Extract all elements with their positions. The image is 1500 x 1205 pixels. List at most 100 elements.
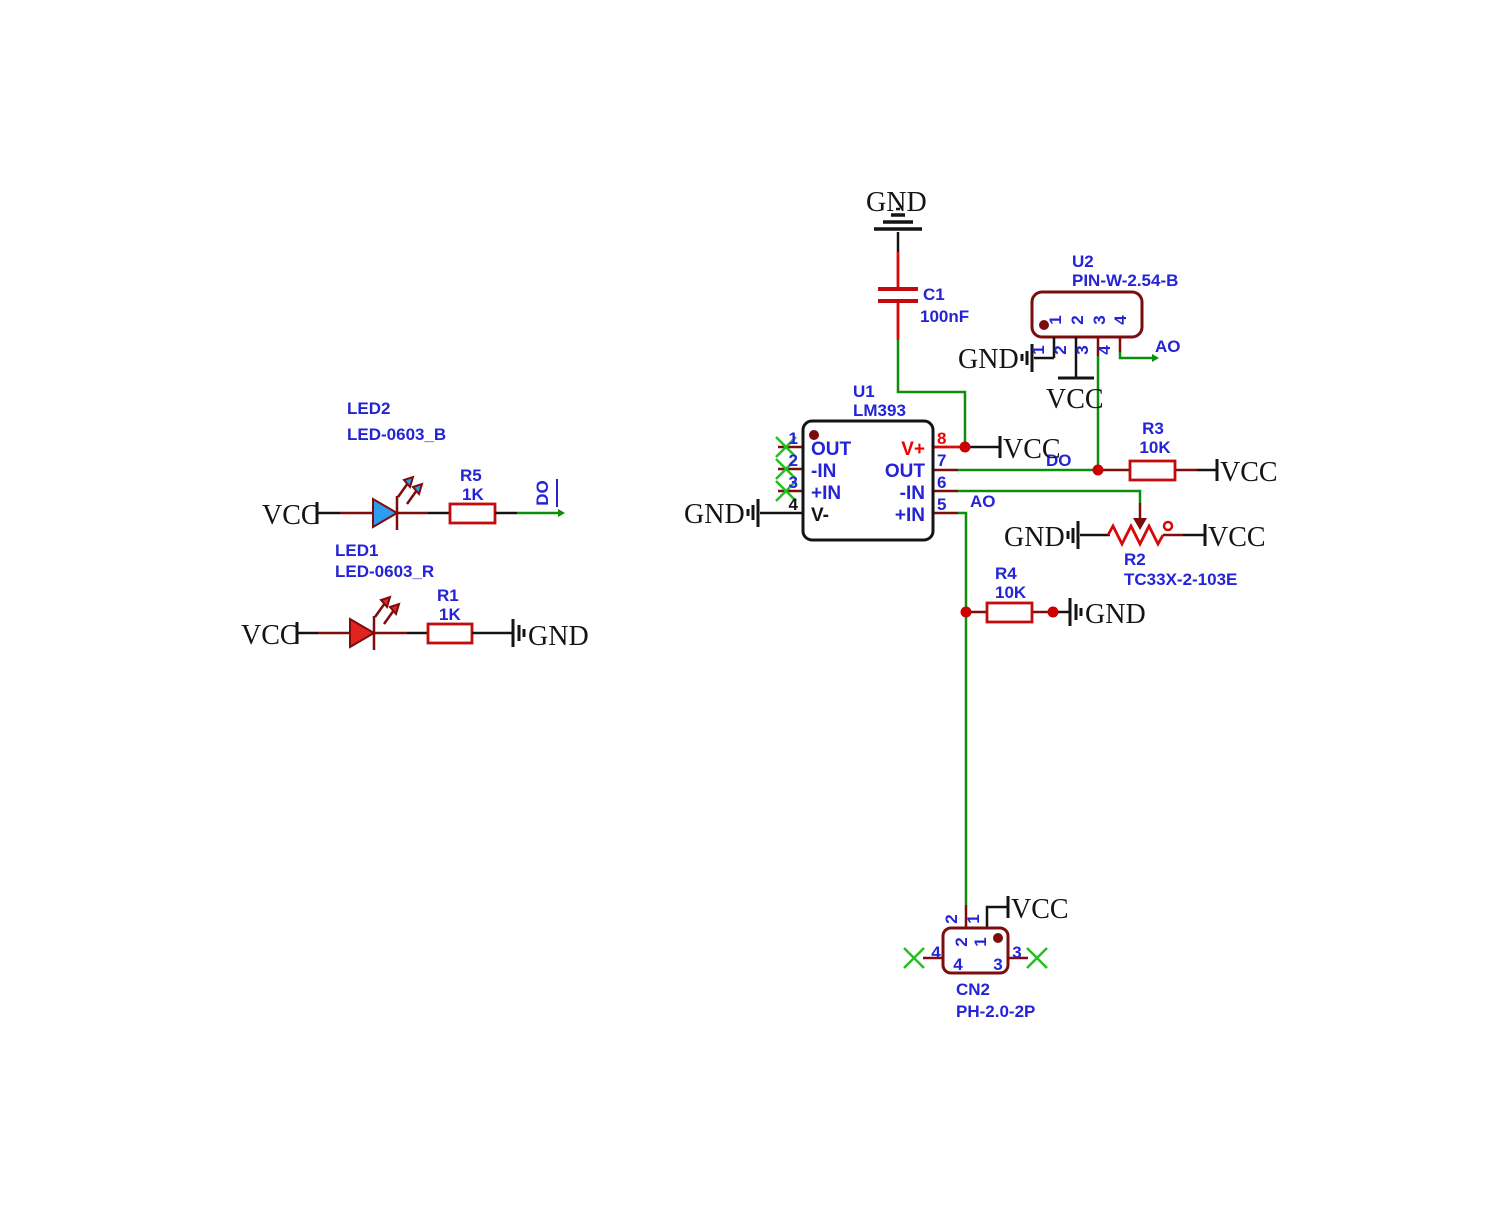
r3-ref: R3 — [1142, 419, 1164, 438]
led2-ref: LED2 — [347, 399, 390, 418]
wire-u2p4-ao — [1118, 352, 1152, 360]
u2-pin2-num-in: 2 — [1068, 315, 1087, 324]
c1-value: 100nF — [920, 307, 969, 326]
vcc-led1-label: VCC — [241, 620, 299, 651]
vcc-pin8-label: VCC — [1003, 434, 1061, 465]
junction-pin8 — [959, 441, 971, 453]
cn2-pin1-dot — [993, 933, 1003, 943]
vcc-led2-label: VCC — [262, 500, 320, 531]
ic-u1[interactable] — [760, 419, 965, 542]
junction-r4-right — [1047, 606, 1059, 618]
u1-pin8-label: V+ — [901, 439, 925, 460]
c1-ref: C1 — [923, 285, 945, 304]
gnd-symbol-u1 — [746, 499, 760, 527]
u2-pin1-dot — [1039, 320, 1049, 330]
cn2-pin4-num-out: 4 — [931, 943, 941, 962]
nc-marks-u1 — [775, 436, 797, 502]
r2-wiper-dot — [1162, 520, 1174, 532]
cn2-pin2-num-in: 2 — [952, 937, 971, 946]
cn2-pin1-wire — [985, 905, 1008, 928]
u1-pin2-label: -IN — [811, 461, 836, 482]
resistor-r4[interactable] — [966, 601, 1053, 624]
led2[interactable] — [340, 475, 428, 530]
do-label-led2: DO — [533, 480, 552, 506]
u2-part: PIN-W-2.54-B — [1072, 271, 1178, 290]
connector-cn2[interactable] — [923, 905, 1028, 975]
r1-ref: R1 — [437, 586, 459, 605]
r5-value: 1K — [462, 485, 484, 504]
u1-pin7-label: OUT — [885, 461, 926, 482]
r2-value: TC33X-2-103E — [1124, 570, 1237, 589]
cn2-pin2-num-out: 2 — [942, 914, 961, 923]
u1-pin1-dot — [809, 430, 819, 440]
gnd-symbol-u2 — [1020, 344, 1054, 372]
led2-arrows — [396, 475, 424, 505]
u1-ref: U1 — [853, 382, 875, 401]
u1-pin4-label: V- — [811, 505, 829, 526]
connector-u2[interactable] — [1030, 290, 1144, 378]
u1-pin6-num: 6 — [937, 473, 946, 492]
vcc-cn2-label: VCC — [1011, 894, 1069, 925]
u1-pin7-num: 7 — [937, 451, 946, 470]
cn2-pin3-num-out: 3 — [1012, 943, 1021, 962]
u2-ref: U2 — [1072, 252, 1094, 271]
u1-pin2-num: 2 — [789, 451, 798, 470]
u1-pin6-label: -IN — [900, 483, 925, 504]
u1-part: LM393 — [853, 401, 906, 420]
u1-pin5-label: +IN — [895, 505, 925, 526]
potentiometer-r2[interactable] — [1080, 503, 1183, 548]
junction-do — [1092, 464, 1104, 476]
cn2-part: PH-2.0-2P — [956, 1002, 1035, 1021]
u1-pin4-num: 4 — [789, 495, 799, 514]
u2-pin3-num-in: 3 — [1090, 315, 1109, 324]
gnd-u2-label: GND — [958, 344, 1019, 375]
u1-pin3-label: +IN — [811, 483, 841, 504]
u1-pin8-num: 8 — [937, 429, 946, 448]
resistor-r1[interactable] — [426, 622, 474, 645]
gnd-symbol-led1 — [511, 619, 526, 647]
nc-marks-cn2 — [903, 947, 1048, 969]
led1[interactable] — [318, 595, 407, 650]
u1-pin1-label: OUT — [811, 439, 852, 460]
resistor-r3[interactable] — [1098, 459, 1197, 482]
cn2-pin1-num-in: 1 — [971, 937, 990, 946]
u2-pin3-num-out: 3 — [1073, 345, 1092, 354]
wire-pin6-wiper — [958, 489, 1142, 503]
gnd-symbol-r4 — [1068, 598, 1083, 626]
cn2-ref: CN2 — [956, 980, 990, 999]
do-label-u1: DO — [1046, 451, 1072, 470]
r4-value: 10K — [995, 583, 1027, 602]
ao-label-u2: AO — [1155, 337, 1181, 356]
gnd-led1-label: GND — [528, 621, 589, 652]
u1-pin1-num: 1 — [789, 429, 798, 448]
u2-pin2-num-out: 2 — [1051, 345, 1070, 354]
vcc-r3-label: VCC — [1220, 457, 1278, 488]
ao-wire-end — [1152, 354, 1159, 362]
gnd-top-label: GND — [866, 187, 927, 218]
vcc-r2-label: VCC — [1208, 522, 1266, 553]
wire-ao — [958, 511, 968, 905]
r3-value: 10K — [1139, 438, 1171, 457]
wire-c1-pin8 — [896, 340, 967, 447]
resistor-r5[interactable] — [448, 502, 497, 525]
u1-pin3-num: 3 — [789, 473, 798, 492]
cn2-pin3-num-in: 3 — [993, 955, 1002, 974]
u2-pin1-num-in: 1 — [1046, 315, 1065, 324]
capacitor-c1[interactable] — [878, 252, 918, 340]
u2-pin1-num-out: 1 — [1029, 345, 1048, 354]
r1-value: 1K — [439, 605, 461, 624]
gnd-symbol-top — [874, 207, 922, 231]
gnd-u1-label: GND — [684, 499, 745, 530]
led1-arrows — [373, 595, 401, 625]
u2-pin4-num-in: 4 — [1111, 315, 1130, 325]
junction-r4-left — [960, 606, 972, 618]
ao-label-u1: AO — [970, 492, 996, 511]
net-wires — [517, 232, 1159, 905]
do-wire-end — [558, 509, 565, 517]
cn2-pin4-num-in: 4 — [953, 955, 963, 974]
led1-ref: LED1 — [335, 541, 378, 560]
gnd-symbol-r2 — [1066, 521, 1080, 549]
r2-ref: R2 — [1124, 550, 1146, 569]
